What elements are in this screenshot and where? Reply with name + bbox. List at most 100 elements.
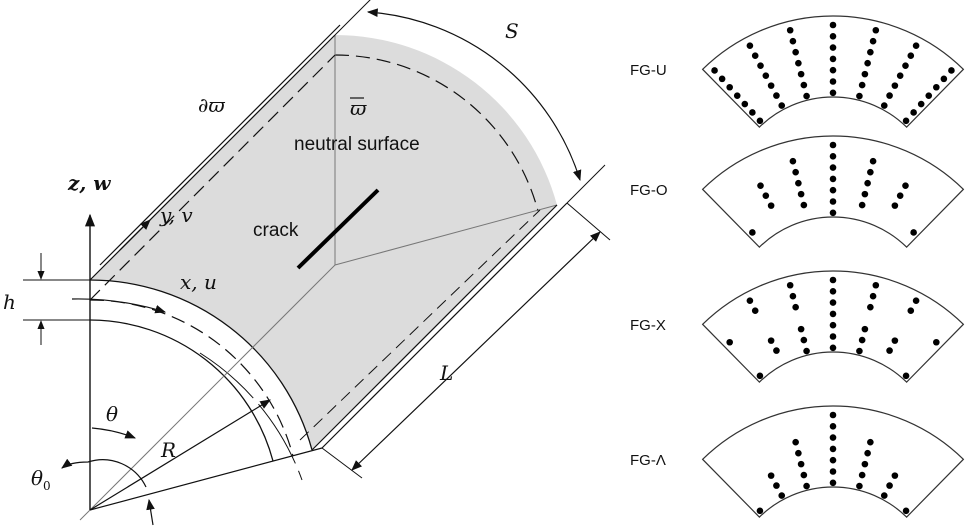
fiber-dot — [795, 179, 802, 187]
label-x-u: x, u — [180, 270, 217, 294]
fiber-dot — [800, 471, 808, 479]
fiber-dot — [858, 336, 866, 344]
label-domain: ϖ — [350, 96, 367, 120]
fiber-dot — [767, 202, 775, 209]
fiber-dot — [829, 164, 837, 171]
fiber-dot — [907, 52, 915, 59]
fiber-dot — [797, 325, 805, 333]
l-dimension-arrow — [351, 231, 601, 471]
fiber-dot — [800, 201, 808, 209]
fiber-dot — [829, 333, 837, 340]
fiber-dot — [792, 438, 799, 446]
fiber-dot — [829, 276, 837, 284]
fiber-dot — [829, 411, 837, 419]
fiber-dot — [749, 229, 756, 236]
s-dimension-arc — [366, 8, 582, 182]
fiber-dot — [726, 338, 733, 346]
fiber-dot — [896, 72, 904, 79]
theta0-arrow-tail — [146, 498, 155, 526]
fiber-dot — [912, 42, 920, 50]
fiber-dot — [886, 92, 893, 99]
fiber-dot — [891, 202, 899, 209]
label-crack: crack — [253, 220, 299, 241]
label-R: R — [160, 438, 176, 462]
label-theta: θ — [106, 402, 118, 426]
fiber-dot — [756, 372, 764, 380]
fiber-dot — [910, 109, 917, 116]
center-axis — [79, 264, 336, 521]
front-mid-arc-dashed — [89, 299, 294, 457]
fiber-dot — [797, 70, 805, 78]
fiber-dot — [773, 482, 780, 489]
fiber-dot — [789, 37, 797, 45]
fiber-dot — [861, 190, 869, 198]
fiber-dot — [829, 175, 837, 183]
fiber-dot — [829, 44, 837, 51]
y-axis-arrow — [119, 219, 151, 251]
fiber-dot — [869, 37, 877, 45]
fiber-dot — [803, 482, 810, 490]
fiber-dot — [800, 81, 808, 89]
fiber-dot — [756, 117, 764, 125]
fiber-dot — [933, 338, 940, 346]
fiber-dot — [829, 66, 837, 74]
radial-line-R — [89, 399, 271, 511]
fiber-dot — [803, 347, 810, 355]
fiber-dot — [891, 472, 899, 479]
fiber-dot — [792, 48, 799, 56]
fiber-dot — [789, 157, 797, 165]
fiber-dot — [869, 157, 877, 165]
fiber-dot — [792, 168, 799, 176]
fg-distribution-panels: FG-UFG-OFG-XFG-Λ — [630, 15, 965, 518]
fiber-dot — [856, 347, 863, 355]
fiber-dot — [829, 153, 837, 160]
fiber-dot — [864, 59, 871, 67]
fiber-dot — [902, 117, 910, 125]
fg-panel: FG-U — [630, 15, 965, 128]
fiber-dot — [829, 321, 837, 329]
fiber-dot — [786, 281, 794, 289]
fiber-dot — [829, 456, 837, 464]
fiber-dot — [778, 102, 786, 109]
fiber-dot — [872, 281, 880, 289]
x-axis-arrow — [71, 298, 167, 314]
fiber-dot — [741, 100, 749, 108]
fiber-dot — [872, 26, 880, 34]
s-ext-top — [334, 0, 371, 36]
fiber-dot — [829, 33, 837, 40]
fiber-dot — [829, 445, 837, 453]
fiber-dot — [733, 92, 741, 99]
fiber-dot — [829, 55, 837, 63]
fiber-dot — [746, 297, 754, 305]
fiber-dot — [792, 303, 799, 311]
fiber-dot — [886, 347, 893, 354]
s-ext-bottom — [566, 164, 606, 204]
fiber-dot — [795, 59, 802, 67]
fiber-dot — [910, 229, 917, 236]
fiber-dot — [789, 292, 797, 300]
fiber-dot — [896, 192, 904, 199]
fiber-dot — [902, 182, 909, 189]
fiber-dot — [864, 449, 871, 457]
fiber-dot — [907, 307, 915, 314]
fiber-dot — [858, 471, 866, 479]
fiber-dot — [902, 62, 909, 69]
fiber-dot — [751, 307, 759, 314]
fiber-dot — [869, 292, 877, 300]
fiber-dot — [762, 72, 770, 79]
fiber-dot — [886, 482, 893, 489]
theta0-arc — [61, 458, 147, 488]
top-mid-edge-dashed — [89, 54, 336, 301]
label-S: S — [505, 19, 519, 43]
fiber-dot — [829, 479, 837, 487]
fg-label: FG-X — [630, 317, 666, 334]
l-ext-front — [321, 447, 363, 479]
fiber-dot — [795, 449, 802, 457]
fiber-dot — [829, 299, 837, 306]
fiber-dot — [829, 434, 837, 441]
fiber-dot — [867, 168, 874, 176]
fiber-dot — [925, 92, 933, 99]
fiber-dot — [749, 109, 756, 116]
fiber-dot — [829, 310, 837, 318]
fiber-dot — [778, 492, 786, 499]
